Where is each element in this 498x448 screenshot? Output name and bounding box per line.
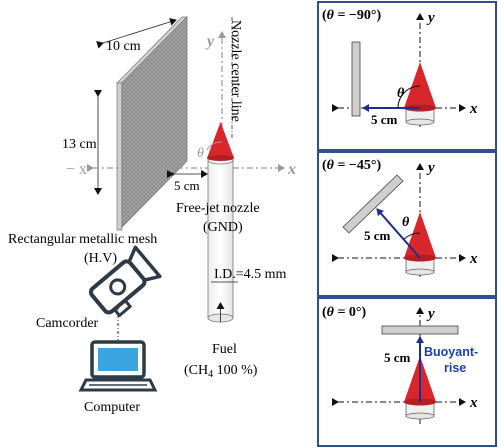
panel3-buoyant-label-2: rise	[444, 361, 466, 375]
y-axis-label: y	[205, 33, 215, 50]
panel2-flame	[404, 212, 436, 258]
theta-label: θ	[197, 146, 204, 161]
distance-label: 5 cm	[174, 178, 200, 193]
panel1-distance-label: 5 cm	[371, 112, 398, 127]
main-schematic: 10 cm 13 cm − x x y Nozzle center line	[8, 16, 296, 415]
panel2-x-label: x	[469, 251, 478, 267]
theta-arc	[206, 141, 223, 151]
panel3-x-label: x	[469, 395, 478, 411]
mesh-width-dimension	[96, 17, 177, 49]
nozzle-center-line-label: Nozzle center line	[228, 20, 243, 122]
flame	[207, 122, 234, 158]
fuel-label: Fuel	[212, 342, 237, 357]
panel2-distance-arrow	[376, 208, 421, 259]
mesh-height-label: 13 cm	[62, 137, 97, 152]
panel1-x-label: x	[469, 101, 478, 117]
panel3-title: (θ = 0°)	[322, 305, 367, 320]
panel-theta-neg45: (θ = −45°) y x 5 cm θ	[317, 151, 497, 297]
panel3-buoyant-label-1: Buoyant-	[424, 345, 478, 359]
panel-theta-neg90: (θ = −90°) y x 5 cm θ	[317, 1, 497, 151]
panel1-title: (θ = −90°)	[322, 8, 382, 23]
panel3-y-label: y	[426, 306, 435, 322]
mesh-label: Rectangular metallic mesh	[8, 232, 157, 247]
flame-base	[207, 155, 234, 161]
panel1-y-label: y	[426, 10, 435, 26]
camcorder-label: Camcorder	[36, 316, 99, 331]
inner-diameter-label: I.D.=4.5 mm	[214, 267, 287, 282]
mesh-width-label: 10 cm	[106, 39, 141, 54]
free-jet-nozzle	[207, 155, 234, 323]
computer-label: Computer	[84, 400, 140, 415]
x-axis-label: x	[287, 161, 296, 178]
mesh-label-2: (H.V)	[84, 251, 117, 266]
nozzle-label-2: (GND)	[203, 220, 243, 235]
neg-x-axis-label: − x	[66, 161, 87, 178]
panel1-theta-label: θ	[397, 86, 405, 101]
panel2-y-label: y	[426, 160, 435, 176]
panel2-theta-label: θ	[402, 215, 410, 230]
panel1-mesh	[351, 41, 361, 117]
camcorder-icon	[88, 245, 162, 317]
panel2-mesh	[342, 174, 404, 234]
panel2-title: (θ = −45°)	[322, 158, 382, 173]
laptop-computer-icon	[78, 340, 158, 392]
panel2-distance-label: 5 cm	[364, 228, 391, 243]
panel3-distance-label: 5 cm	[384, 350, 411, 365]
fuel-composition: (CH4 100 %)	[184, 363, 258, 380]
panel3-mesh	[381, 325, 459, 335]
panel1-flame	[404, 62, 436, 108]
nozzle-label: Free-jet nozzle	[176, 201, 260, 216]
panel-theta-0: (θ = 0°) y x 5 cm Buoyant- rise	[317, 297, 497, 447]
